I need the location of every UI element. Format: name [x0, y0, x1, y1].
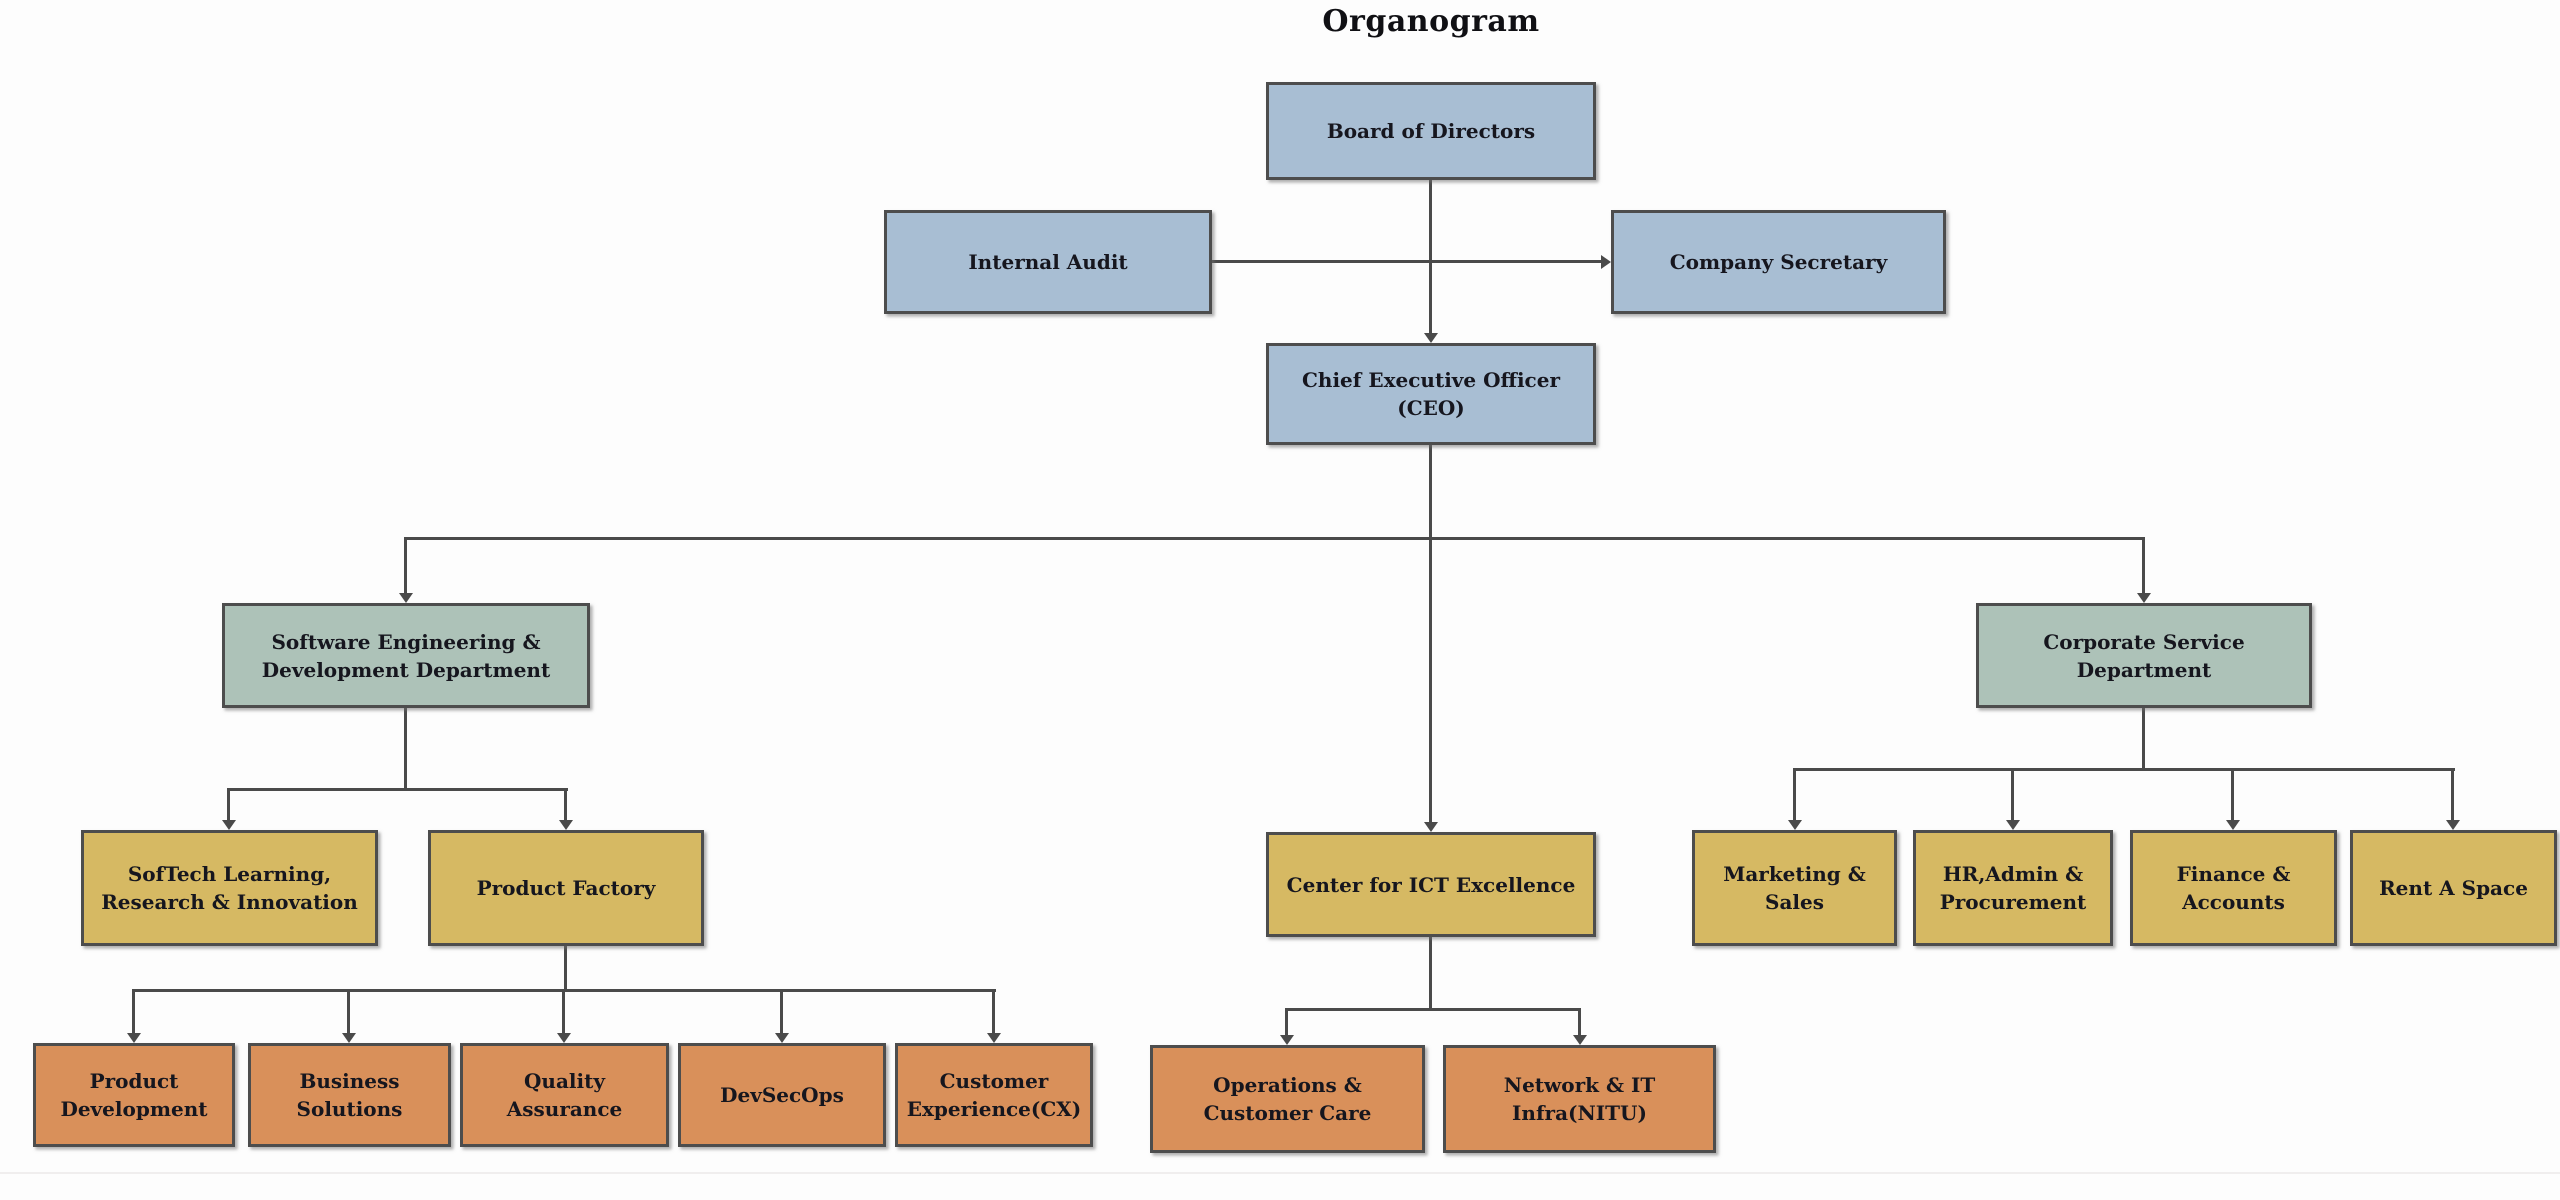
arrow-down-icon [775, 1033, 789, 1043]
node-board-of-directors: Board of Directors [1266, 82, 1596, 180]
connector-line [564, 788, 567, 822]
node-label: DevSecOps [720, 1083, 844, 1107]
arrow-down-icon [557, 1033, 571, 1043]
node-label: Corporate Service Department [2043, 629, 2245, 682]
connector-line [2142, 708, 2145, 771]
node-product-factory: Product Factory [428, 830, 704, 946]
arrow-down-icon [2226, 820, 2240, 830]
node-label: Business Solutions [296, 1069, 403, 1121]
node-label: Company Secretary [1669, 250, 1888, 274]
node-label: Operations & Customer Care [1203, 1073, 1372, 1125]
connector-line [404, 708, 407, 791]
node-internal-audit: Internal Audit [884, 210, 1212, 314]
connector-line [992, 989, 995, 1035]
node-label: Network & IT Infra(NITU) [1503, 1073, 1656, 1125]
node-softech-learning-research-innovation: SofTech Learning, Research & Innovation [81, 830, 378, 946]
page-title: Organogram [1322, 4, 1540, 39]
node-label: HR,Admin & Procurement [1939, 862, 2087, 914]
arrow-down-icon [1573, 1035, 1587, 1045]
node-product-development: Product Development [33, 1043, 235, 1147]
arrow-down-icon [399, 593, 413, 603]
node-label: Rent A Space [2379, 876, 2528, 900]
connector-line [405, 537, 2145, 540]
arrow-down-icon [2137, 593, 2151, 603]
arrow-right-icon [1601, 255, 1611, 269]
node-software-engineering-department: Software Engineering & Development Depar… [222, 603, 590, 708]
connector-line [1429, 937, 1432, 1011]
node-customer-experience: Customer Experience(CX) [895, 1043, 1093, 1147]
connector-line [1285, 1008, 1581, 1011]
node-network-it-infra: Network & IT Infra(NITU) [1443, 1045, 1716, 1153]
connector-line [1429, 537, 1432, 823]
connector-line [1793, 768, 2455, 771]
node-ceo: Chief Executive Officer (CEO) [1266, 343, 1596, 445]
arrow-down-icon [559, 820, 573, 830]
node-label: Finance & Accounts [2176, 862, 2291, 914]
node-label: Software Engineering & Development Depar… [261, 629, 551, 682]
node-label: Center for ICT Excellence [1286, 872, 1576, 897]
node-label: Product Factory [476, 876, 656, 900]
connector-line [2142, 537, 2145, 595]
connector-line [132, 989, 135, 1035]
node-devsecops: DevSecOps [678, 1043, 886, 1147]
node-label: Customer Experience(CX) [906, 1069, 1082, 1121]
arrow-down-icon [2446, 820, 2460, 830]
arrow-down-icon [127, 1033, 141, 1043]
node-hr-admin-procurement: HR,Admin & Procurement [1913, 830, 2113, 946]
node-corporate-service-department: Corporate Service Department [1976, 603, 2312, 708]
connector-line [1793, 768, 1796, 821]
arrow-down-icon [1280, 1035, 1294, 1045]
node-operations-customer-care: Operations & Customer Care [1150, 1045, 1425, 1153]
connector-line [404, 537, 407, 595]
connector-line [1210, 260, 1602, 263]
connector-line [2451, 768, 2454, 821]
connector-line [227, 788, 230, 822]
connector-line [1578, 1008, 1581, 1037]
node-business-solutions: Business Solutions [248, 1043, 451, 1147]
node-company-secretary: Company Secretary [1611, 210, 1946, 314]
node-label: SofTech Learning, Research & Innovation [101, 862, 358, 914]
arrow-down-icon [1424, 822, 1438, 832]
node-quality-assurance: Quality Assurance [460, 1043, 669, 1147]
node-marketing-sales: Marketing & Sales [1692, 830, 1897, 946]
divider [0, 1172, 2560, 1174]
node-label: Marketing & Sales [1723, 862, 1866, 914]
connector-line [1429, 178, 1432, 334]
connector-line [1429, 445, 1432, 540]
node-label: Quality Assurance [506, 1069, 623, 1121]
node-label: Board of Directors [1326, 119, 1536, 143]
connector-line [227, 788, 568, 791]
arrow-down-icon [222, 820, 236, 830]
connector-line [2011, 768, 2014, 821]
node-label: Product Development [60, 1069, 208, 1121]
node-label: Chief Executive Officer (CEO) [1302, 368, 1560, 420]
node-label: Internal Audit [968, 250, 1128, 274]
arrow-down-icon [1788, 820, 1802, 830]
connector-line [780, 989, 783, 1035]
node-finance-accounts: Finance & Accounts [2130, 830, 2337, 946]
connector-line [562, 989, 565, 1035]
connector-line [347, 989, 350, 1035]
node-rent-a-space: Rent A Space [2350, 830, 2557, 946]
arrow-down-icon [342, 1033, 356, 1043]
connector-line [1285, 1008, 1288, 1037]
node-center-for-ict-excellence: Center for ICT Excellence [1266, 832, 1596, 937]
arrow-down-icon [2006, 820, 2020, 830]
arrow-down-icon [1424, 333, 1438, 343]
connector-line [2231, 768, 2234, 821]
arrow-down-icon [987, 1033, 1001, 1043]
connector-line [564, 946, 567, 992]
